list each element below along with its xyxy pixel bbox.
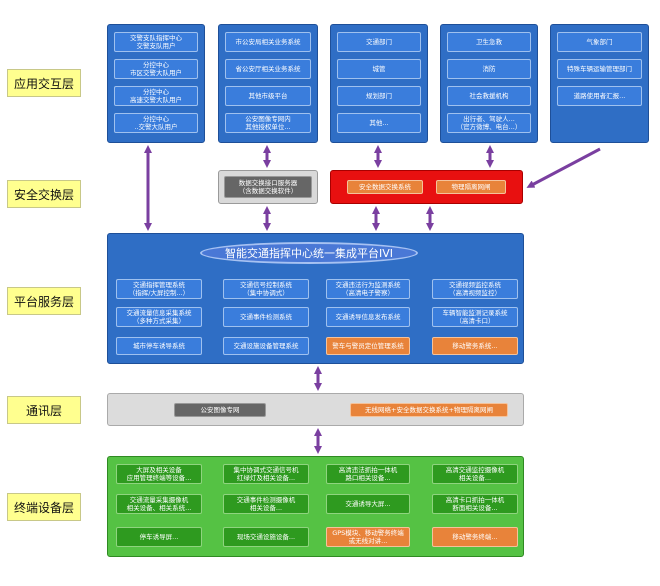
app-box: 消防: [447, 59, 531, 79]
app-box: 分控中心 市区交警大队用户: [114, 59, 198, 79]
layer-label-security: 安全交换层: [7, 180, 81, 208]
app-box: 交警支队指挥中心 交警支队用户: [114, 32, 198, 52]
terminal-item: 高清违法抓拍一体机 路口相关设备...: [326, 464, 410, 484]
app-box: 公安图像专网内 其他授权单位...: [225, 113, 311, 133]
app-box: 卫生急救: [447, 32, 531, 52]
app-box: 分控中心 ..交警大队用户: [114, 113, 198, 133]
app-box: 出行者、驾驶人... （官方微博、电台...）: [447, 113, 531, 133]
app-box: 城管: [337, 59, 421, 79]
app-box: 其他市级平台: [225, 86, 311, 106]
platform-item: 交通违法行为监测系统 （高清电子警察）: [326, 279, 410, 299]
terminal-item: 高清卡口抓拍一体机 断面相关设备...: [432, 494, 518, 514]
platform-item: 警车与警员定位管理系统: [326, 337, 410, 355]
platform-item: 移动警务系统...: [432, 337, 518, 355]
terminal-item: 现场交通设施设备...: [223, 527, 309, 547]
platform-item: 交通事件检测系统: [223, 307, 309, 327]
terminal-item: 交通诱导大屏...: [326, 494, 410, 514]
terminal-item: GPS模块、移动警务终端 或无线对讲...: [326, 527, 410, 547]
security-exchange-box: 安全数据交换系统: [347, 180, 423, 194]
platform-item: 交通信号控制系统 （集中协调式）: [223, 279, 309, 299]
platform-item: 交通设施设备管理系统: [223, 337, 309, 355]
app-box: 其他...: [337, 113, 421, 133]
terminal-item: 交通事件检测摄像机 相关设备...: [223, 494, 309, 514]
layer-label-comm: 通讯层: [7, 396, 81, 424]
app-box: 社会救援机构: [447, 86, 531, 106]
terminal-item: 移动警务终端...: [432, 527, 518, 547]
app-box: 规划部门: [337, 86, 421, 106]
app-box: 省公安厅相关业务系统: [225, 59, 311, 79]
platform-title: 智能交通指挥中心统一集成平台IVI: [200, 242, 418, 264]
platform-item: 车辆智能监测记录系统 （高清卡口）: [432, 307, 518, 327]
security-isolation-box: 物理隔离网闸: [436, 180, 506, 194]
platform-item: 交通视频监控系统 （高清视频监控）: [432, 279, 518, 299]
platform-item: 交通指挥管理系统 （指挥/大屏控制...）: [116, 279, 202, 299]
comm-left-box: 公安图像专网: [174, 403, 266, 417]
terminal-item: 高清交通监控摄像机 相关设备...: [432, 464, 518, 484]
app-box: 道路使用者汇报...: [557, 86, 642, 106]
security-gateway-box: 数据交换接口服务器 （含数据交换软件）: [224, 176, 312, 198]
layer-label-app: 应用交互层: [7, 69, 81, 97]
app-box: 分控中心 高速交警大队用户: [114, 86, 198, 106]
terminal-item: 交通流量采集摄像机 相关设备、相关系统...: [116, 494, 202, 514]
app-box: 气象部门: [557, 32, 642, 52]
comm-right-box: 无线网络+安全数据交换系统+物理隔离网闸: [350, 403, 508, 417]
app-box: 特殊车辆运输管理部门: [557, 59, 642, 79]
platform-item: 交通流量信息采集系统 （多种方式采集）: [116, 307, 202, 327]
platform-item: 城市停车诱导系统: [116, 337, 202, 355]
app-box: 市公安局相关业务系统: [225, 32, 311, 52]
terminal-item: 大屏及相关设备 应用管理终端等设备...: [116, 464, 202, 484]
arrow-app5-security: [526, 147, 601, 188]
terminal-item: 停车诱导屏...: [116, 527, 202, 547]
app-box: 交通部门: [337, 32, 421, 52]
platform-item: 交通诱导信息发布系统: [326, 307, 410, 327]
terminal-item: 集中协调式交通信号机 红绿灯及相关设备...: [223, 464, 309, 484]
layer-label-platform: 平台服务层: [7, 287, 81, 315]
layer-label-terminal: 终端设备层: [7, 493, 81, 521]
